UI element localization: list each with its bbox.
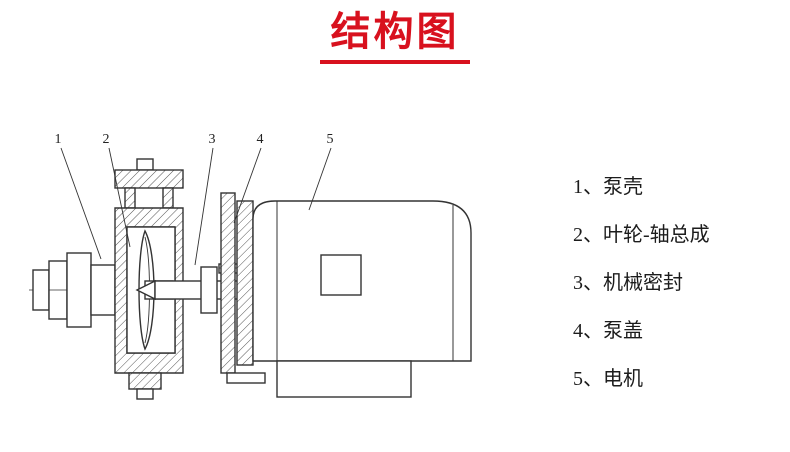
legend-item-motor: 5、电机 [573,368,643,390]
callout-1: 1 [55,132,62,147]
page-title: 结构图 [330,9,460,54]
legend-item-pump-casing: 1、泵壳 [573,176,643,198]
callout-5: 5 [327,132,334,147]
legend-item-mechanical-seal: 3、机械密封 [573,272,683,294]
motor [252,200,472,398]
pump-cover-bracket [220,192,266,384]
legend: 1、泵壳 2、叶轮-轴总成 3、机械密封 4、泵盖 5、电机 [573,170,778,410]
legend-item-impeller-shaft: 2、叶轮-轴总成 [573,224,710,246]
motor-terminal-box [320,254,362,296]
title-block: 结构图 [0,8,790,64]
callout-4: 4 [257,132,264,147]
title-underline [320,60,470,64]
motor-base [276,360,412,398]
callout-3: 3 [209,132,216,147]
inlet-assembly [32,252,116,328]
leader-lines [60,147,332,266]
drain-flange [128,372,162,400]
discharge-flange [114,158,184,209]
legend-item-pump-cover: 4、泵盖 [573,320,643,342]
callout-numbers: 1 2 3 4 5 [55,132,334,147]
pump-structure-diagram: 1 2 3 4 5 [29,132,472,400]
drawing-lines [29,147,472,400]
callout-2: 2 [103,132,110,147]
